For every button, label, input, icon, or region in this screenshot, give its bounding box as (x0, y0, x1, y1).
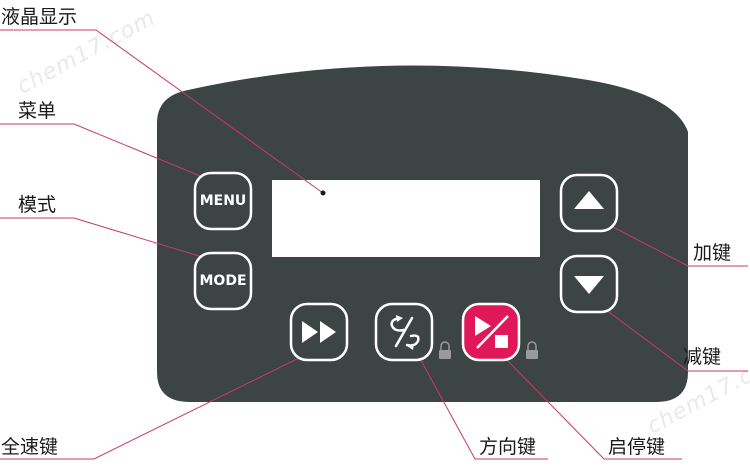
leader-line-minus (589, 297, 748, 372)
play-stop-icon (475, 315, 509, 349)
leader-lines (0, 29, 748, 460)
label-startstop: 启停键 (608, 436, 666, 458)
label-direction: 方向键 (479, 436, 537, 458)
label-mode: 模式 (18, 194, 57, 216)
leader-line-plus (589, 214, 748, 267)
mode-button-label: MODE (199, 273, 247, 289)
label-menu: 菜单 (18, 100, 57, 122)
label-lcd: 液晶显示 (1, 6, 78, 28)
label-minus: 减键 (683, 346, 722, 368)
mode-button (193, 251, 253, 311)
lcd-screen (272, 180, 540, 257)
fast-forward-icon (302, 321, 336, 343)
menu-button (193, 171, 253, 231)
direction-icon (390, 315, 420, 350)
fullspeed-button (289, 302, 349, 362)
label-plus: 加键 (693, 242, 732, 264)
up-arrow-icon (574, 191, 604, 209)
leader-line-direction (417, 354, 548, 460)
leader-line-mode (0, 217, 223, 264)
leader-line-menu (0, 123, 223, 186)
leader-line-startstop (499, 352, 682, 460)
lock-icon (439, 341, 451, 359)
leader-line-fullspeed (0, 354, 306, 460)
down-arrow-icon (574, 276, 604, 294)
label-fullspeed: 全速键 (1, 436, 59, 458)
leader-line-lcd (0, 29, 324, 194)
menu-button-label: MENU (199, 193, 247, 209)
lock-icon (526, 341, 538, 359)
